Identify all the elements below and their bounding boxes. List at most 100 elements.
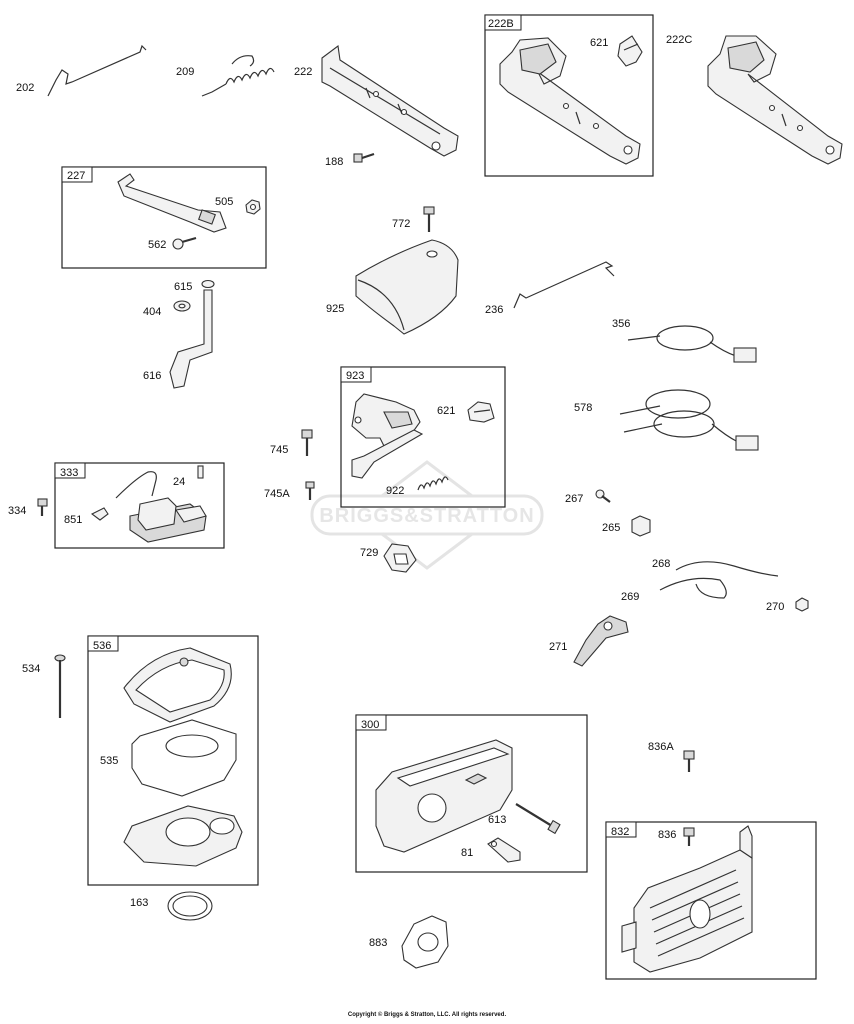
part-268-cable xyxy=(659,561,779,599)
part-270-nut xyxy=(795,597,809,612)
part-729-clip xyxy=(383,543,417,573)
part-616-shaft xyxy=(169,289,213,389)
label-222: 222 xyxy=(294,66,312,78)
part-621-clip-b xyxy=(467,401,495,423)
label-535: 535 xyxy=(100,755,118,767)
label-24: 24 xyxy=(173,476,185,488)
part-851-terminal xyxy=(90,507,109,521)
label-188: 188 xyxy=(325,156,343,168)
part-836-screw xyxy=(683,827,695,846)
label-505: 505 xyxy=(215,196,233,208)
part-227-lever xyxy=(117,173,227,233)
label-222C: 222C xyxy=(666,34,692,46)
copyright-text: Copyright © Briggs & Stratton, LLC. All … xyxy=(347,1012,507,1018)
part-209-spring xyxy=(201,55,275,97)
label-536: 536 xyxy=(93,640,111,652)
label-268: 268 xyxy=(652,558,670,570)
label-836: 836 xyxy=(658,829,676,841)
svg-text:BRIGGS&STRATTON: BRIGGS&STRATTON xyxy=(319,505,534,527)
label-883: 883 xyxy=(369,937,387,949)
part-505-nut xyxy=(245,199,261,215)
part-300-muffler xyxy=(375,739,513,853)
part-621-clip-a xyxy=(617,35,643,67)
label-163: 163 xyxy=(130,897,148,909)
part-334-screw xyxy=(37,498,48,516)
label-925: 925 xyxy=(326,303,344,315)
part-745-screw xyxy=(301,429,313,456)
label-404: 404 xyxy=(143,306,161,318)
part-222B-bracket-assembly xyxy=(499,37,641,165)
box-300: 300 xyxy=(355,714,588,873)
label-621-b: 621 xyxy=(437,405,455,417)
box-333: 333 xyxy=(54,462,225,549)
label-300: 300 xyxy=(361,719,379,731)
label-851: 851 xyxy=(64,514,82,526)
part-81-lock xyxy=(487,837,521,863)
label-356: 356 xyxy=(612,318,630,330)
label-333: 333 xyxy=(60,467,78,479)
part-202-link xyxy=(47,44,147,97)
label-222B: 222B xyxy=(488,18,514,30)
briggs-stratton-watermark: BRIGGS&STRATTON xyxy=(310,460,544,570)
box-536: 536 xyxy=(87,635,259,886)
part-745A-screw xyxy=(305,481,315,500)
part-536-base xyxy=(123,805,243,867)
label-923: 923 xyxy=(346,370,364,382)
label-209: 209 xyxy=(176,66,194,78)
part-536-air-cleaner-cover xyxy=(123,647,232,723)
part-24-pin xyxy=(197,465,204,479)
part-923-governor-assembly xyxy=(351,393,424,479)
part-832-muffler-guard xyxy=(621,825,753,973)
part-271-bracket xyxy=(573,615,629,667)
label-578: 578 xyxy=(574,402,592,414)
label-534: 534 xyxy=(22,663,40,675)
label-270: 270 xyxy=(766,601,784,613)
label-616: 616 xyxy=(143,370,161,382)
part-188-screw xyxy=(353,152,375,163)
part-772-screw xyxy=(423,206,435,232)
part-534-bolt xyxy=(54,654,66,718)
label-836A: 836A xyxy=(648,741,674,753)
label-202: 202 xyxy=(16,82,34,94)
part-267-screw xyxy=(595,489,611,503)
label-772: 772 xyxy=(392,218,410,230)
part-265-clamp xyxy=(631,515,651,537)
label-265: 265 xyxy=(602,522,620,534)
part-222-bracket xyxy=(321,45,459,157)
label-269: 269 xyxy=(621,591,639,603)
label-832: 832 xyxy=(611,826,629,838)
part-236-link xyxy=(513,261,615,309)
part-404-washer xyxy=(173,300,191,312)
part-535-filter xyxy=(131,719,237,797)
label-613: 613 xyxy=(488,814,506,826)
part-922-spring xyxy=(417,476,449,491)
label-334: 334 xyxy=(8,505,26,517)
label-922: 922 xyxy=(386,485,404,497)
label-562: 562 xyxy=(148,239,166,251)
box-832: 832 xyxy=(605,821,817,980)
label-267: 267 xyxy=(565,493,583,505)
label-227: 227 xyxy=(67,170,85,182)
label-621-a: 621 xyxy=(590,37,608,49)
box-227: 227 xyxy=(61,166,267,269)
part-222C-bracket-assembly xyxy=(707,35,843,165)
label-81: 81 xyxy=(461,847,473,859)
part-925-cover xyxy=(355,239,459,335)
label-615: 615 xyxy=(174,281,192,293)
part-836A-screw xyxy=(683,750,695,772)
part-333-ignition-armature xyxy=(115,471,207,543)
label-236: 236 xyxy=(485,304,503,316)
label-729: 729 xyxy=(360,547,378,559)
box-923: 923 xyxy=(340,366,506,508)
part-356-wire xyxy=(627,325,757,363)
part-613-bolt xyxy=(515,803,561,835)
label-745A: 745A xyxy=(264,488,290,500)
part-578-wire xyxy=(619,389,759,451)
part-562-screw xyxy=(172,236,197,250)
label-745: 745 xyxy=(270,444,288,456)
part-883-gasket xyxy=(401,915,449,969)
box-222B: 222B xyxy=(484,14,654,177)
part-163-gasket xyxy=(167,891,213,921)
part-615-ring xyxy=(201,279,215,289)
